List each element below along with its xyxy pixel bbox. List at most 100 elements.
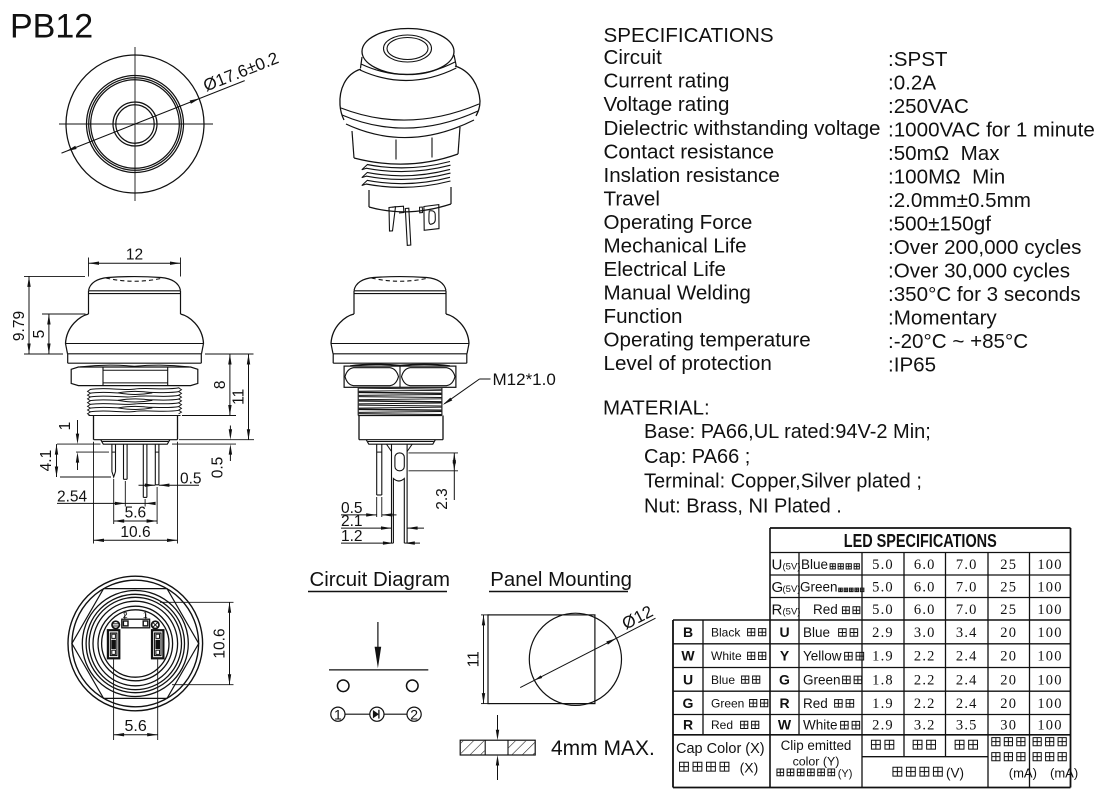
- svg-text:(V): (V): [946, 766, 964, 781]
- svg-text:Cap Color (X): Cap Color (X): [676, 741, 765, 757]
- svg-text:6.0: 6.0: [914, 602, 936, 618]
- svg-text:Panel Mounting: Panel Mounting: [490, 569, 632, 591]
- svg-text:Base: PA66,UL rated:94V-2 Min;: Base: PA66,UL rated:94V-2 Min;: [644, 421, 931, 443]
- svg-text:20: 20: [1000, 696, 1017, 712]
- svg-text:Red: Red: [803, 696, 828, 711]
- svg-text:(mA): (mA): [1009, 766, 1037, 781]
- svg-text:7.0: 7.0: [956, 557, 978, 573]
- svg-text:100: 100: [1037, 579, 1062, 595]
- svg-text:MATERIAL:: MATERIAL:: [603, 397, 710, 420]
- svg-text:3.5: 3.5: [956, 718, 978, 734]
- svg-text:100: 100: [1037, 602, 1062, 618]
- svg-text:2.2: 2.2: [914, 672, 936, 688]
- svg-text:1: 1: [334, 706, 342, 722]
- svg-text:100: 100: [1037, 672, 1062, 688]
- svg-text:G: G: [779, 671, 790, 687]
- svg-text:20: 20: [1000, 649, 1017, 665]
- svg-text:Green: Green: [803, 672, 841, 687]
- svg-text::Over 200,000 cycles: :Over 200,000 cycles: [888, 236, 1081, 259]
- svg-text:Nut: Brass, NI Plated .: Nut: Brass, NI Plated .: [644, 495, 842, 517]
- svg-text:3.4: 3.4: [956, 625, 978, 641]
- svg-text:R: R: [683, 717, 693, 733]
- svg-text:LED SPECIFICATIONS: LED SPECIFICATIONS: [844, 530, 997, 551]
- svg-text:100: 100: [1037, 649, 1062, 665]
- svg-text::50mΩ Max: :50mΩ Max: [888, 142, 1000, 165]
- svg-text:Manual Welding: Manual Welding: [604, 281, 751, 304]
- svg-text::350°C for 3 seconds: :350°C for 3 seconds: [888, 283, 1081, 306]
- svg-text:M12*1.0: M12*1.0: [493, 370, 556, 389]
- svg-text:Inslation resistance: Inslation resistance: [604, 164, 780, 187]
- svg-text:(Y): (Y): [838, 768, 853, 780]
- svg-text:6.0: 6.0: [914, 557, 936, 573]
- svg-text:G: G: [772, 579, 784, 596]
- svg-text:11: 11: [466, 651, 483, 667]
- svg-text:1.8: 1.8: [872, 672, 894, 688]
- svg-text:W: W: [681, 648, 695, 664]
- svg-text:2.4: 2.4: [956, 672, 978, 688]
- svg-text:2: 2: [123, 610, 128, 620]
- svg-text:G: G: [683, 695, 694, 711]
- svg-text:SPECIFICATIONS: SPECIFICATIONS: [604, 24, 774, 47]
- svg-text:1.9: 1.9: [872, 649, 894, 665]
- svg-text::SPST: :SPST: [888, 48, 948, 71]
- svg-text:Yellow: Yellow: [803, 649, 842, 664]
- svg-text:20: 20: [1000, 625, 1017, 641]
- svg-text:U: U: [772, 556, 783, 573]
- svg-text:2: 2: [410, 706, 418, 722]
- svg-text:color (Y): color (Y): [793, 755, 840, 769]
- svg-text:12: 12: [126, 247, 143, 264]
- svg-text:(5V): (5V): [783, 606, 801, 617]
- svg-text:2.54: 2.54: [57, 489, 88, 506]
- svg-text:R: R: [772, 601, 783, 618]
- svg-text:30: 30: [1000, 718, 1017, 734]
- svg-text:100: 100: [1037, 718, 1062, 734]
- svg-text:2.9: 2.9: [872, 718, 894, 734]
- svg-text:2.9: 2.9: [872, 625, 894, 641]
- svg-text:8: 8: [212, 380, 229, 389]
- svg-text:Clip emitted: Clip emitted: [781, 738, 852, 753]
- svg-text::1000VAC for 1 minute: :1000VAC for 1 minute: [888, 118, 1095, 141]
- svg-text::Over 30,000 cycles: :Over 30,000 cycles: [888, 259, 1070, 282]
- svg-text:Electrical Life: Electrical Life: [604, 258, 726, 281]
- svg-text:Function: Function: [604, 305, 683, 328]
- svg-text:Operating temperature: Operating temperature: [604, 328, 811, 351]
- svg-text:0.5: 0.5: [341, 500, 363, 517]
- svg-text::100MΩ Min: :100MΩ Min: [888, 165, 1005, 188]
- svg-text:Operating Force: Operating Force: [604, 211, 753, 234]
- svg-text:Blue: Blue: [711, 673, 735, 687]
- svg-text:10.6: 10.6: [212, 628, 229, 658]
- svg-text:Dielectric withstanding voltag: Dielectric withstanding voltage: [604, 117, 881, 140]
- svg-text::250VAC: :250VAC: [888, 95, 969, 118]
- svg-text:Circuit Diagram: Circuit Diagram: [310, 569, 451, 591]
- svg-text:100: 100: [1037, 625, 1062, 641]
- svg-text:Mechanical Life: Mechanical Life: [604, 234, 747, 257]
- svg-text:Current rating: Current rating: [604, 70, 730, 93]
- svg-text:5.6: 5.6: [125, 505, 147, 522]
- svg-text::Momentary: :Momentary: [888, 307, 997, 330]
- svg-text:7.0: 7.0: [956, 602, 978, 618]
- svg-text:Cap: PA66 ;: Cap: PA66 ;: [644, 446, 750, 468]
- svg-text:Circuit: Circuit: [604, 46, 663, 69]
- svg-text:W: W: [778, 717, 792, 733]
- svg-text:2.3: 2.3: [434, 488, 451, 510]
- svg-text:Blue: Blue: [803, 625, 830, 640]
- svg-text:4mm MAX.: 4mm MAX.: [551, 737, 655, 760]
- svg-text:Black: Black: [711, 625, 741, 639]
- svg-text:4.1: 4.1: [38, 450, 55, 472]
- svg-text:Terminal: Copper,Silver plated: Terminal: Copper,Silver plated ;: [644, 471, 922, 493]
- svg-text:5.0: 5.0: [872, 579, 894, 595]
- svg-text:0.5: 0.5: [180, 471, 202, 488]
- svg-text:(X): (X): [740, 760, 759, 776]
- svg-text:1: 1: [57, 422, 74, 431]
- svg-text:2.2: 2.2: [914, 649, 936, 665]
- svg-text::500±150gf: :500±150gf: [888, 212, 991, 235]
- svg-text::0.2A: :0.2A: [888, 71, 936, 94]
- svg-text:3.2: 3.2: [914, 718, 936, 734]
- svg-text:Green: Green: [800, 579, 838, 594]
- svg-text:U: U: [683, 671, 693, 687]
- svg-text::IP65: :IP65: [888, 354, 936, 377]
- svg-text:7.0: 7.0: [956, 579, 978, 595]
- svg-text:1.9: 1.9: [872, 696, 894, 712]
- svg-text:25: 25: [1000, 579, 1017, 595]
- svg-text:R: R: [779, 695, 789, 711]
